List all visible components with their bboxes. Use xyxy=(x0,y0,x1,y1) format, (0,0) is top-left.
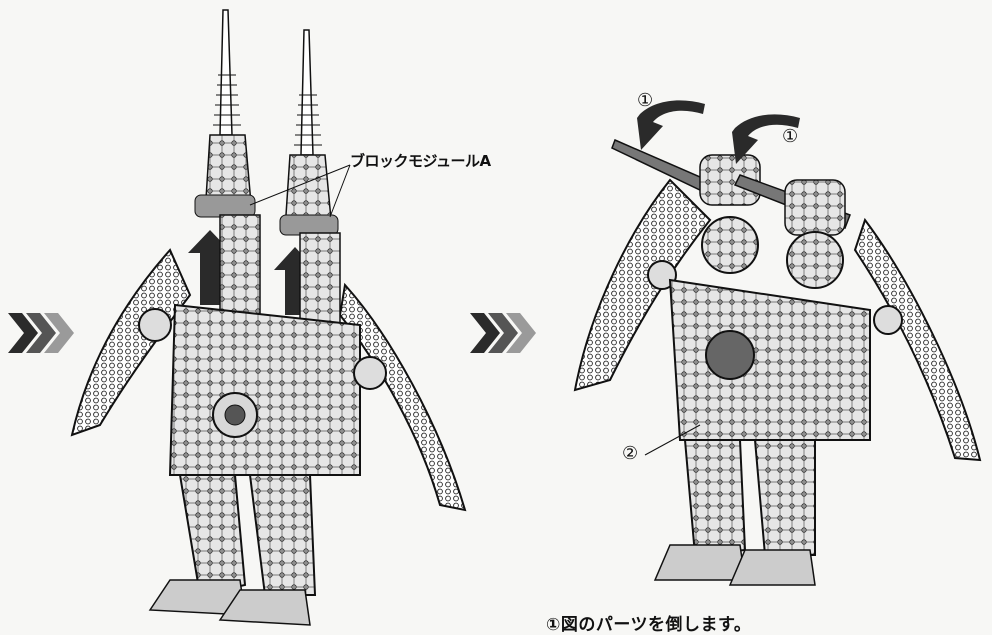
leg-right xyxy=(753,439,816,556)
foot-left xyxy=(653,544,746,581)
foot-right xyxy=(218,589,311,626)
left-wing xyxy=(573,178,712,392)
step-label-arrow-left: ① xyxy=(637,90,654,111)
step-label-part-2: ② xyxy=(622,443,639,464)
antenna-left xyxy=(194,9,256,218)
leg-right xyxy=(248,474,317,596)
foot-right xyxy=(728,549,816,586)
robot-illustration-before xyxy=(70,9,467,626)
antenna-right xyxy=(279,29,339,236)
torso xyxy=(668,278,871,441)
curved-down-arrow-icon xyxy=(732,114,800,164)
triple-chevron-icon xyxy=(470,313,536,353)
triple-chevron-icon xyxy=(8,313,74,353)
block-module-a-label: ブロックモジュールA xyxy=(350,152,491,170)
right-wing xyxy=(853,217,982,462)
robot-illustration-after xyxy=(573,138,982,586)
leg-left xyxy=(683,439,747,557)
curved-down-arrow-icon xyxy=(637,100,705,150)
chest-core xyxy=(705,330,755,380)
instruction-caption: ①図のパーツを倒します。 xyxy=(546,615,752,635)
step-label-arrow-right: ① xyxy=(782,126,799,147)
foot-left xyxy=(148,579,246,616)
leg-left xyxy=(178,474,247,597)
tilted-antenna-left xyxy=(611,138,761,206)
torso xyxy=(168,303,361,476)
tilted-antenna-right xyxy=(733,174,851,236)
